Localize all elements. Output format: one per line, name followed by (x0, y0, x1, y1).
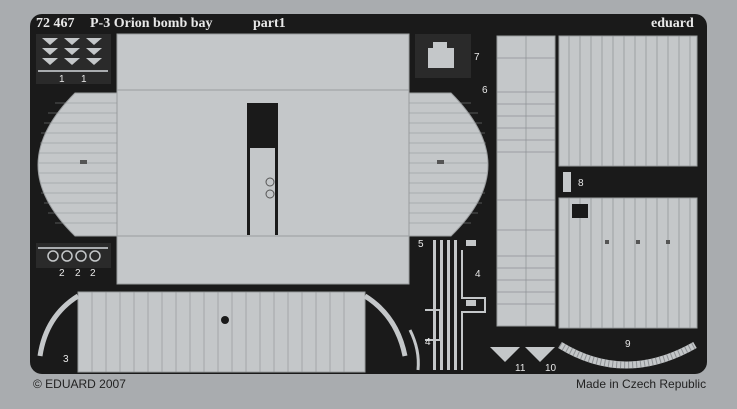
kit-code: 72 467 (36, 16, 75, 31)
side-wall-left-ribs (497, 36, 555, 326)
part-number-2a: 2 (59, 268, 65, 279)
ring-parts (47, 250, 101, 262)
part-number-4a: 4 (475, 269, 481, 280)
part-number-2b: 2 (75, 268, 81, 279)
kit-part: part1 (253, 16, 286, 31)
part7-tab (433, 42, 447, 50)
part11 (490, 347, 520, 362)
side-wall-upper (558, 35, 698, 167)
side-wall-cutout (572, 204, 588, 218)
left-bulkhead-tab (80, 160, 87, 164)
part-number-10: 10 (545, 363, 557, 374)
part-number-11: 11 (515, 363, 526, 374)
bay-door-ribs (91, 292, 345, 372)
right-bulkhead-ribs (409, 102, 487, 224)
part-number-8: 8 (578, 178, 584, 189)
part-number-6: 6 (482, 85, 488, 96)
floor-slot-insert (250, 148, 275, 235)
part-number-1b: 1 (81, 74, 87, 85)
part-number-4b: 4 (425, 337, 431, 348)
bay-door-right-arc (363, 293, 408, 357)
side-wall-tab-1 (605, 240, 609, 244)
strip-curve (408, 329, 420, 371)
part10 (525, 347, 555, 362)
right-bulkhead-tab (437, 160, 444, 164)
left-bulkhead (37, 92, 118, 237)
bay-door-left-arc (37, 293, 80, 357)
part-number-9: 9 (625, 339, 631, 350)
ring-sprue (38, 247, 108, 249)
kit-title: P-3 Orion bomb bay (90, 16, 213, 31)
part-number-7: 7 (474, 52, 480, 63)
strip-bracket-left (425, 309, 441, 341)
side-wall-lower-ribs (568, 198, 691, 328)
bay-door (77, 291, 366, 373)
side-wall-upper-ribs (568, 36, 691, 166)
side-wall-tab-3 (666, 240, 670, 244)
origin-text: Made in Czech Republic (576, 377, 707, 391)
bay-door-hole (221, 316, 229, 324)
slot-hole-lower (265, 189, 275, 199)
part-number-1a: 1 (59, 74, 65, 85)
part9-arc-detail (558, 341, 697, 369)
side-wall-tab-2 (636, 240, 640, 244)
part8 (563, 172, 571, 192)
clip-sprue (38, 70, 108, 72)
strip-bracket (461, 250, 486, 370)
brand-name: eduard (651, 16, 694, 31)
part7 (428, 48, 454, 68)
copyright-text: © EDUARD 2007 (33, 377, 126, 391)
part-number-3: 3 (63, 354, 69, 365)
clip-parts (42, 38, 102, 65)
left-bulkhead-ribs (39, 102, 117, 224)
right-bulkhead (408, 92, 489, 237)
part-number-2c: 2 (90, 268, 96, 279)
side-wall-lower (558, 197, 698, 329)
slot-hole (265, 177, 275, 187)
part-number-5: 5 (418, 239, 424, 250)
longeron-strips (433, 240, 476, 370)
